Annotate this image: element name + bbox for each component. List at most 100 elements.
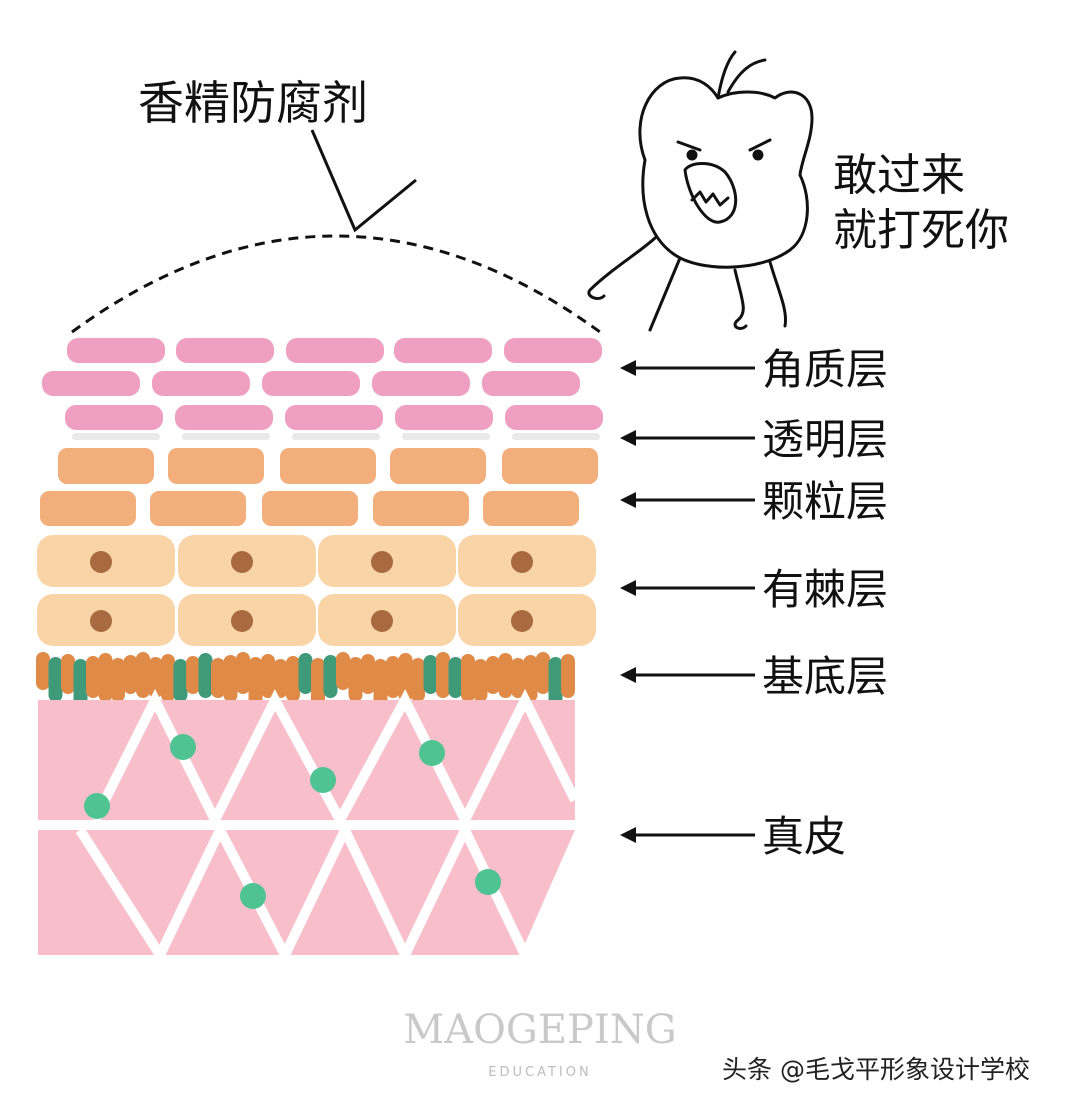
basal-cell-orange [148,657,163,698]
basal-cell-green [448,657,463,698]
basal-cell-green [298,653,313,694]
granulosum-cell [150,491,246,526]
basal-cell-orange [136,652,150,698]
granulosum-cell [390,448,486,484]
basal-cell-orange [536,652,550,694]
corneum-cell [175,405,273,430]
basal-cell-green [48,657,63,702]
corneum-cell [394,338,492,363]
basal-cell-green [323,655,338,698]
dermis-cell-dot [170,734,196,760]
dermis-cell-dot [475,869,501,895]
basal-cell-orange [386,656,400,698]
basal-cell-orange [561,654,575,698]
basal-cell-orange [511,658,525,698]
dermis-cell-dot [310,767,336,793]
basal-cell-orange [98,653,113,702]
spinosum-nucleus [511,610,533,632]
basal-cell-orange [498,653,513,698]
corneum-cell [262,371,360,396]
basal-cell-orange [336,652,350,690]
corneum-cell [286,338,384,363]
basal-cell-green [198,653,213,698]
spinosum-nucleus [90,610,112,632]
lucidum-cell [512,433,600,440]
corneum-cell [67,338,165,363]
granulosum-cell [168,448,264,484]
basal-cell-orange [186,656,200,694]
dermis-cell-dot [419,740,445,766]
corneum-cell [65,405,163,430]
layer-label: 角质层 [762,345,888,394]
basal-cell-orange [211,658,225,698]
layer-arrow-head-icon [620,667,636,683]
layer-arrow-head-icon [620,827,636,843]
dermis-zigzag-lower [75,818,530,967]
basal-cell-orange [486,656,500,694]
layer-arrow-head-icon [620,492,636,508]
layer-label: 有棘层 [762,565,888,614]
watermark-text: 头条 @毛戈平形象设计学校 [722,1055,1030,1084]
basal-cell-orange [161,654,175,702]
speech-line1: 敢过来 [833,150,965,201]
angry-bear-icon [587,50,814,332]
basal-cell-green [423,655,438,694]
granulosum-cell [483,491,579,526]
corneum-cell [505,405,603,430]
protective-dome-dashed [71,234,601,334]
basal-cell-orange [411,658,425,702]
brand-name: MAOGEPING [403,1007,676,1053]
stratum-spinosum-cells [37,535,596,646]
lucidum-cell [402,433,490,440]
granulosum-cell [40,491,136,526]
layer-label: 真皮 [762,812,846,861]
basal-cell-orange [436,652,450,698]
lucidum-cell [292,433,380,440]
spinosum-nucleus [231,610,253,632]
corneum-cell [285,405,383,430]
corneum-cell [152,371,250,396]
corneum-cell [395,405,493,430]
layer-label: 透明层 [762,415,888,464]
basal-cell-orange [111,658,125,702]
basal-cell-orange [86,656,100,698]
basal-cell-green [73,659,88,706]
spinosum-nucleus [371,610,393,632]
annotation-pointer [310,129,417,233]
granulosum-cell [58,448,154,484]
basal-cell-orange [286,656,300,702]
basal-cell-green [548,657,563,706]
stratum-corneum-cells [42,338,603,430]
granulosum-cell [502,448,598,484]
dermis-cell-dot [84,793,110,819]
lucidum-cell [182,433,270,440]
layer-arrow-head-icon [620,580,636,596]
corneum-cell [372,371,470,396]
dermis-pattern [38,688,580,967]
layer-label: 基底层 [762,652,888,701]
corneum-cell [42,371,140,396]
basal-cell-orange [461,654,475,702]
basal-cell-orange [348,657,363,702]
granulosum-cell [280,448,376,484]
basal-cell-orange [236,652,250,694]
spinosum-nucleus [231,551,253,573]
basal-cell-orange [36,652,50,690]
spinosum-nucleus [511,551,533,573]
stratum-granulosum-cells [40,448,598,526]
basal-cell-orange [311,658,325,706]
spinosum-nucleus [371,551,393,573]
basal-cell-orange [61,654,75,694]
spinosum-nucleus [90,551,112,573]
basal-cell-orange [361,654,375,694]
brand-sub: EDUCATION [488,1065,591,1080]
basal-cell-orange [373,659,388,706]
basal-cell-orange [523,655,538,702]
corneum-cell [504,338,602,363]
basal-cell-orange [223,655,238,702]
stratum-lucidum-strip [72,433,600,440]
basal-cell-orange [123,655,138,694]
dermis-cell-dot [240,883,266,909]
